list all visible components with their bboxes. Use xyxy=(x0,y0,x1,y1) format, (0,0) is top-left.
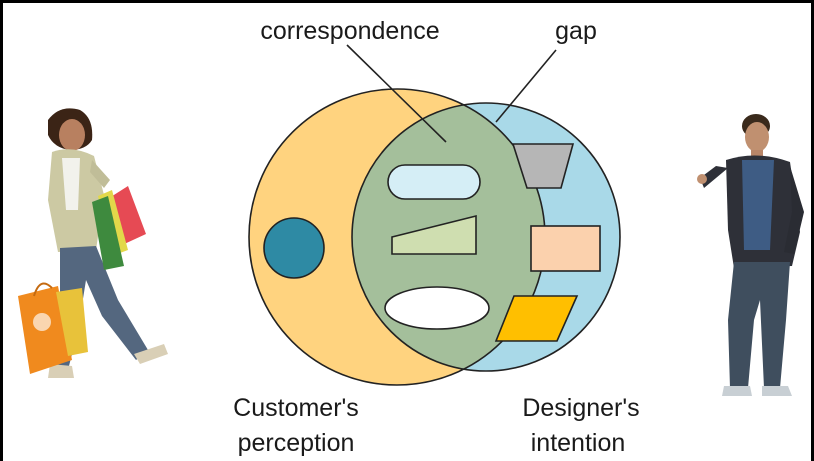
correspondence-pointer xyxy=(346,44,447,143)
customer-label-line2: perception xyxy=(238,429,355,457)
rounded-rect-shape xyxy=(387,164,481,200)
parallelogram-shape xyxy=(494,295,579,342)
correspondence-label: correspondence xyxy=(260,17,439,45)
shopper-woman-figure xyxy=(18,108,168,378)
man-in-hoodie-figure xyxy=(697,114,804,396)
customer-dot-shape xyxy=(263,217,325,279)
trapezoid-shape xyxy=(511,143,575,189)
gap-label: gap xyxy=(555,17,597,45)
wedge-shape xyxy=(391,214,477,255)
peach-rect-shape xyxy=(530,225,601,272)
white-ellipse-shape xyxy=(384,286,490,330)
designer-label-line1: Designer's xyxy=(522,394,639,422)
customer-label-line1: Customer's xyxy=(233,394,359,422)
designer-label-line2: intention xyxy=(531,429,626,457)
gap-pointer xyxy=(495,49,557,123)
